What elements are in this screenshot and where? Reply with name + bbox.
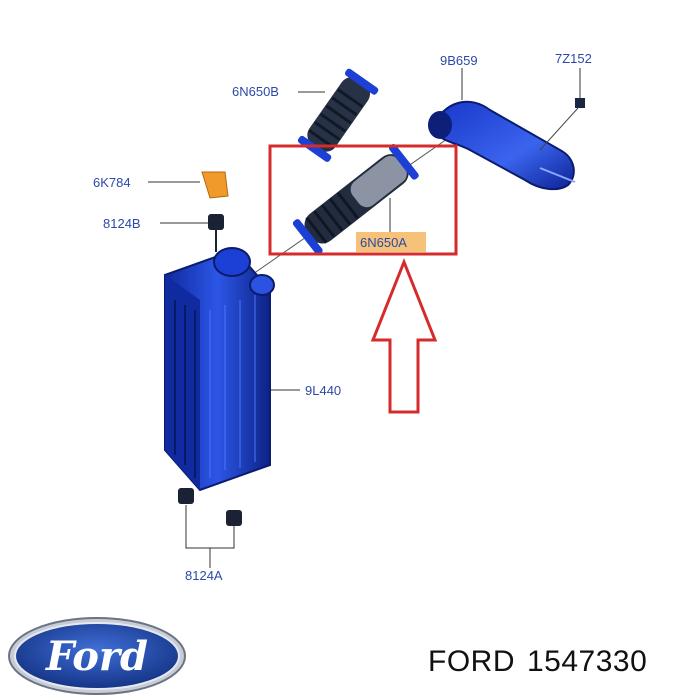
- label-hose-upper: 6N650B: [232, 84, 279, 99]
- highlight-arrow: [370, 257, 438, 414]
- hose-highlighted-part: [292, 144, 419, 255]
- caption-part-number: 1547330: [527, 645, 648, 678]
- label-mount-bottom: 8124A: [185, 568, 223, 583]
- label-bolt-top: 8124B: [103, 216, 141, 231]
- part-caption: FORD 1547330: [428, 645, 659, 679]
- label-air-pipe: 9B659: [440, 53, 478, 68]
- highlight-box: [268, 144, 458, 256]
- label-intercooler: 9L440: [305, 383, 341, 398]
- label-bolt: 7Z152: [555, 51, 592, 66]
- label-clip: 6K784: [93, 175, 131, 190]
- bolt-part: [539, 98, 585, 151]
- label-hose-highlighted: 6N650A: [360, 235, 407, 250]
- hose-upper-part: [297, 68, 379, 162]
- mount-bottom-part: [178, 488, 242, 526]
- highlight-label-bg: [356, 232, 426, 252]
- clip-part: [201, 171, 229, 199]
- ford-logo: Ford: [8, 617, 186, 695]
- caption-brand: FORD: [428, 645, 515, 678]
- air-pipe-part: [428, 100, 576, 191]
- intercooler-part: [164, 247, 275, 492]
- ford-logo-text: Ford: [45, 633, 148, 680]
- bolt-top-part: [208, 214, 224, 252]
